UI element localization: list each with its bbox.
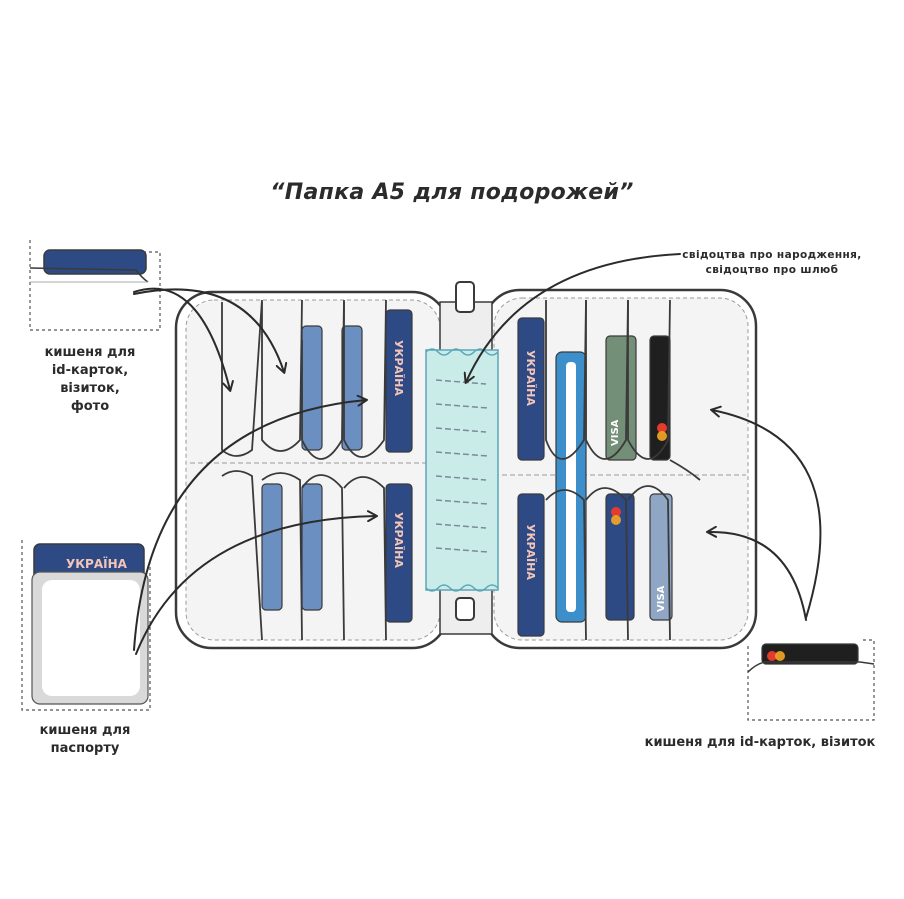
ukraine-label-1: УКРАЇНА (392, 340, 406, 396)
label-passport-pocket: кишеня для паспорту (39, 723, 131, 756)
arrow-7 (706, 525, 807, 621)
diagram-title: “Папка А5 для подорожей” (270, 180, 634, 205)
ukraine-label-4: УКРАЇНА (524, 524, 538, 580)
visa-label-2: VISA (656, 585, 667, 612)
label-certificates: свідоцтва про народження, свідоцтво про … (682, 249, 862, 276)
passport-ukraine-label: УКРАЇНА (66, 556, 128, 571)
arrow-2 (133, 288, 288, 374)
inset-card-pocket-right (747, 639, 875, 721)
label-id-card-pocket-right: кишеня для id-карток, візиток (644, 735, 876, 750)
visa-label-1: VISA (610, 419, 621, 446)
left-panel-cards (261, 309, 413, 623)
card-lettering: УКРАЇНА УКРАЇНА УКРАЇНА УКРАЇНА VISA VIS… (392, 340, 667, 612)
annotation-arrows (133, 253, 822, 655)
right-pocket-dividers (545, 299, 701, 641)
inset-passport-pocket: УКРАЇНА (21, 540, 151, 711)
ukraine-label-2: УКРАЇНА (392, 512, 406, 568)
arrow-6 (710, 405, 822, 619)
arrow-1 (133, 287, 234, 392)
arrow-5 (463, 253, 681, 384)
center-document (425, 348, 499, 592)
left-pocket-dividers (221, 299, 387, 641)
arrow-3 (133, 394, 368, 651)
label-id-card-pocket-left: кишеня для id-карток, візиток, фото (44, 345, 136, 414)
ukraine-label-3: УКРАЇНА (524, 350, 538, 406)
inset-card-pocket-left (29, 240, 161, 331)
right-panel-cards (517, 317, 673, 637)
arrow-4 (135, 510, 378, 655)
